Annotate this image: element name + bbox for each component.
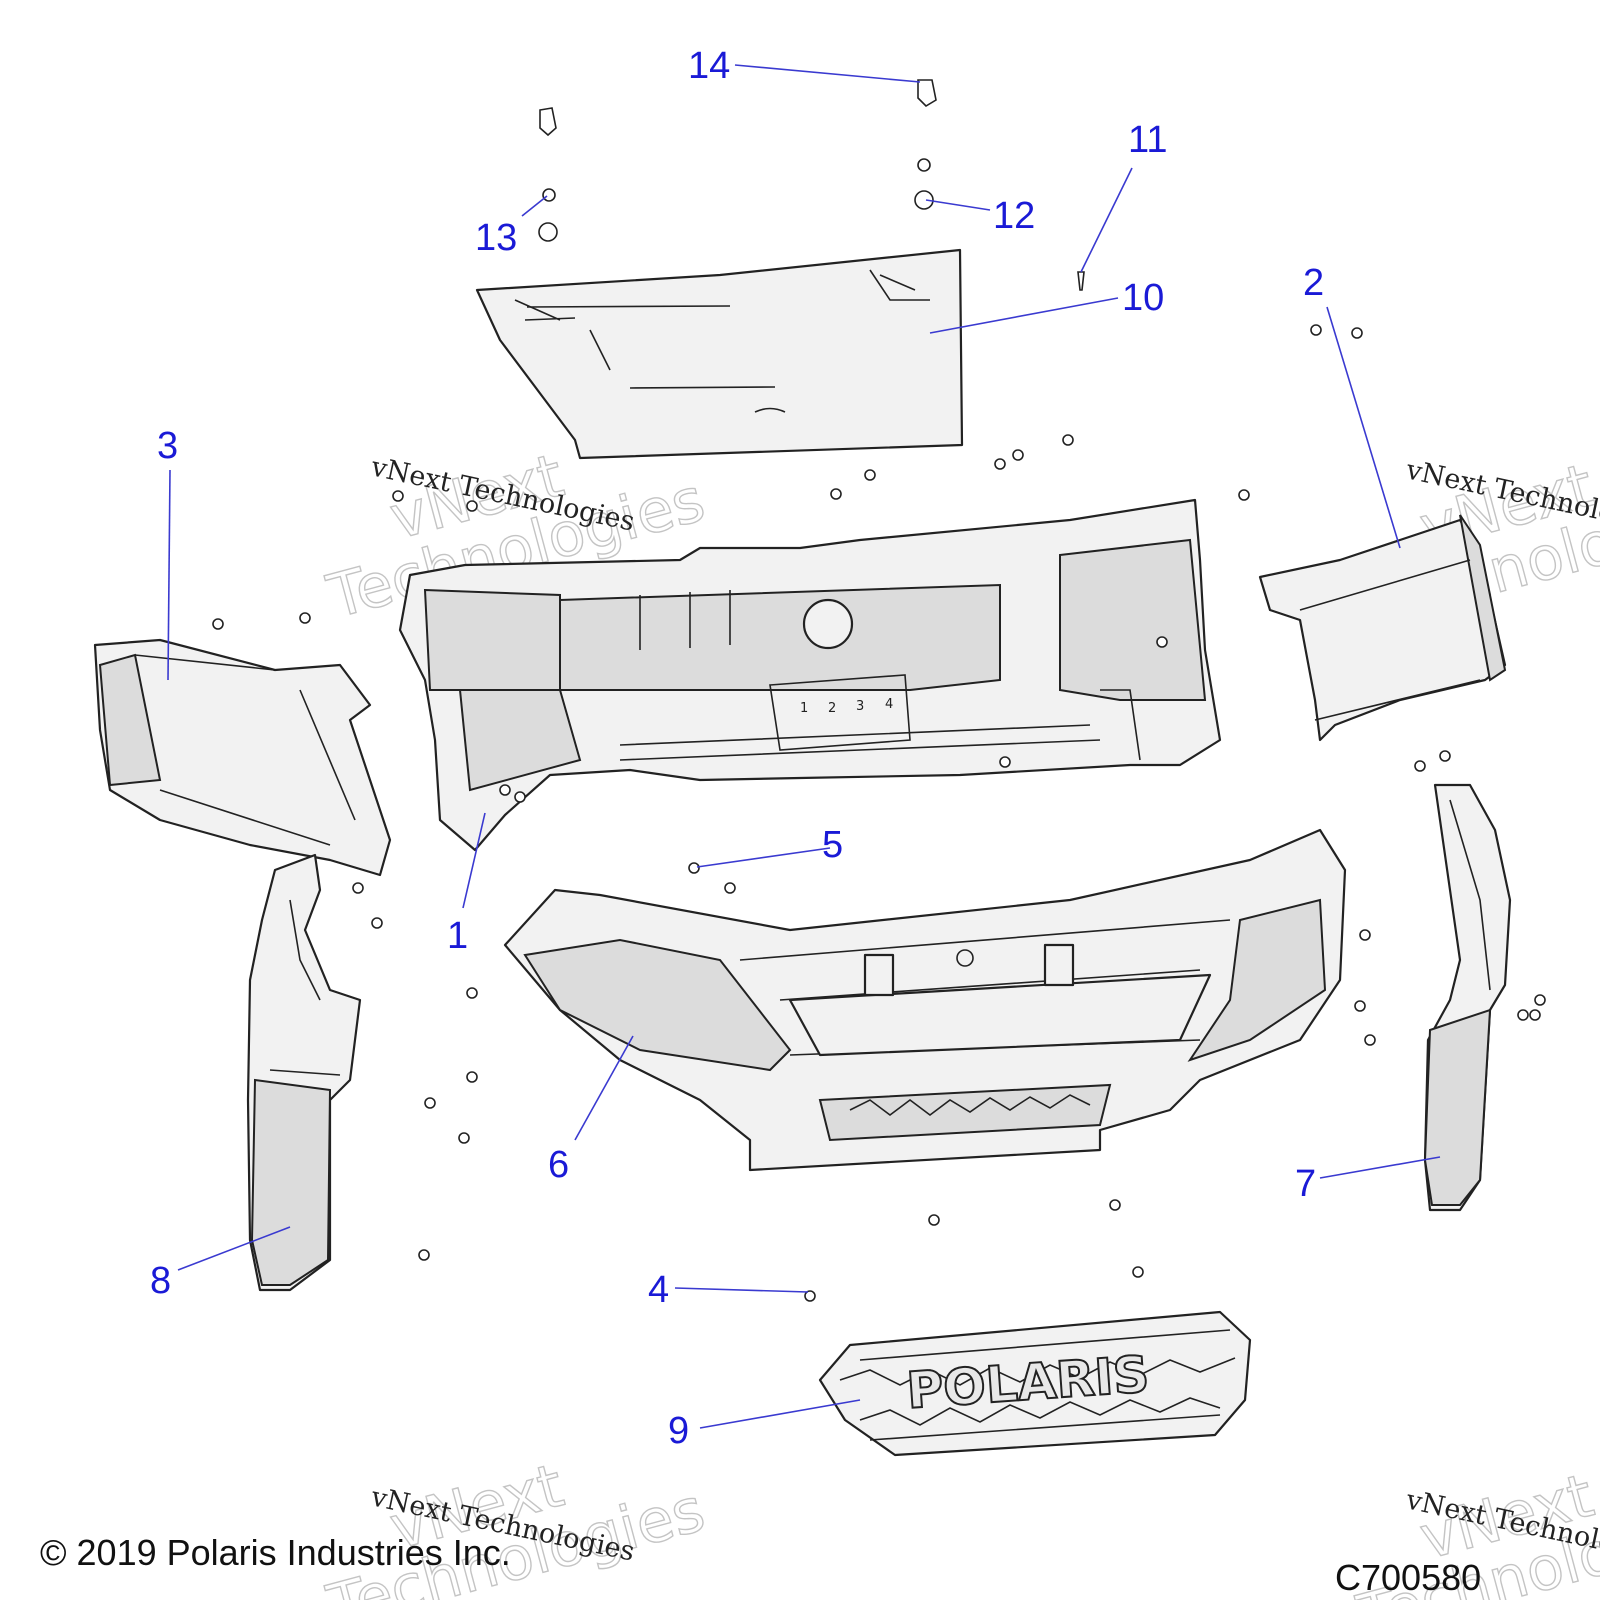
callout-3: 3 xyxy=(157,425,178,467)
leader-12 xyxy=(925,199,991,211)
part-1-bulkhead: 1 2 3 4 xyxy=(398,498,1222,852)
plate-number-1: 1 xyxy=(800,701,808,716)
copyright-text: © 2019 Polaris Industries Inc. xyxy=(40,1532,511,1573)
leader-3 xyxy=(167,469,171,681)
part-9-grille: POLARIS xyxy=(818,1310,1252,1457)
grille-logo: POLARIS xyxy=(905,1345,1151,1420)
fasteners xyxy=(212,79,1546,1302)
callout-11: 11 xyxy=(1128,119,1167,161)
leader-5 xyxy=(696,847,831,868)
leader-2 xyxy=(1326,306,1401,549)
callout-2: 2 xyxy=(1303,262,1324,304)
part-2-right-panel xyxy=(1258,514,1507,742)
leader-4 xyxy=(674,1287,809,1293)
callout-12: 12 xyxy=(993,195,1035,237)
callout-4: 4 xyxy=(648,1269,669,1311)
leader-10 xyxy=(929,297,1119,334)
callout-1: 1 xyxy=(447,915,468,957)
figure-code: C700580 xyxy=(1335,1557,1481,1598)
leader-7 xyxy=(1319,1156,1441,1179)
plate-number-3: 3 xyxy=(856,699,864,714)
callout-5: 5 xyxy=(822,824,843,866)
leader-lines xyxy=(167,64,1441,1429)
part-3-left-panel xyxy=(93,638,392,877)
leader-9 xyxy=(699,1399,861,1429)
part-10-hood xyxy=(475,248,964,460)
callout-9: 9 xyxy=(668,1410,689,1452)
leader-8 xyxy=(177,1226,291,1271)
callout-6: 6 xyxy=(548,1144,569,1186)
fastener-rivet-14b xyxy=(917,79,937,108)
part-6-bumper xyxy=(503,828,1347,1172)
leader-11 xyxy=(1080,167,1133,273)
callout-10: 10 xyxy=(1122,277,1164,319)
callouts: 14 11 12 13 2 10 3 5 1 6 7 8 4 9 xyxy=(150,45,1324,1452)
leader-6 xyxy=(574,1035,634,1141)
part-7-right-flare xyxy=(1423,783,1512,1212)
callout-13: 13 xyxy=(475,217,517,259)
callout-8: 8 xyxy=(150,1260,171,1302)
leader-1 xyxy=(462,812,486,909)
part-8-left-flare xyxy=(246,853,362,1292)
leader-14 xyxy=(734,64,921,83)
fastener-rivet-14a xyxy=(539,107,557,137)
plate-number-4: 4 xyxy=(885,697,893,712)
leader-13 xyxy=(521,195,548,217)
callout-14: 14 xyxy=(688,45,730,87)
callout-7: 7 xyxy=(1295,1163,1316,1205)
plate-number-2: 2 xyxy=(828,701,836,716)
